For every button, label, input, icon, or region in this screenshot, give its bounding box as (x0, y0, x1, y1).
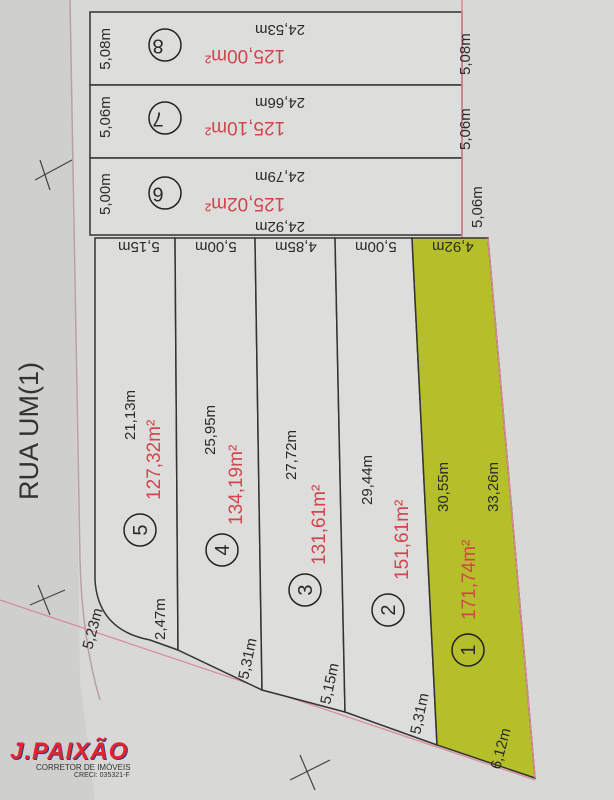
upper-block (89, 11, 463, 236)
lot-3-area: 131,61m² (309, 485, 330, 565)
lot-5 (94, 237, 179, 652)
lot-2-depth: 29,44m (359, 455, 376, 505)
lot-6 (89, 157, 463, 236)
lot-1-top: 4,92m (432, 238, 474, 255)
lot-5-number: 5 (130, 524, 152, 535)
lot-6-depth-b: 24,92m (255, 218, 305, 235)
street-name: RUA UM(1) (14, 362, 44, 500)
street-markers (29, 159, 331, 791)
lot-1-depth-b: 33,26m (485, 462, 502, 512)
lot-6-front-left: 5,00m (97, 173, 114, 215)
lot-4-depth: 25,95m (202, 405, 219, 455)
logo-creci: CRECI: 035321-F (74, 772, 130, 779)
lot-3-number: 3 (295, 584, 317, 595)
lot-4-area: 134,19m² (226, 445, 247, 525)
lot-2-top: 5,00m (355, 238, 397, 255)
logo-subtitle: CORRETOR DE IMÓVEIS (36, 763, 131, 772)
lot-6-front-right: 5,06m (469, 186, 486, 228)
lot-7-front-right: 5,06m (457, 108, 474, 150)
lot-7-depth: 24,66m (255, 94, 305, 111)
lot-2-number: 2 (378, 604, 400, 615)
lot-3-top: 4,85m (275, 238, 317, 255)
lot-2-area: 151,61m² (392, 500, 413, 580)
lot-5-top: 5,15m (118, 238, 160, 255)
lot-1-number: 1 (458, 644, 480, 655)
lot-1-area: 171,74m² (459, 540, 480, 620)
lot-6-depth-a: 24,79m (255, 168, 305, 185)
lot-6-area: 125,02m² (205, 193, 285, 214)
lot-7-front-left: 5,06m (97, 96, 114, 138)
lot-8-depth: 24,53m (255, 21, 305, 38)
realtor-logo: J.PAIXÃO CORRETOR DE IMÓVEIS CRECI: 0353… (10, 738, 150, 779)
lot-7-number: 7 (152, 108, 163, 130)
lot-7-area: 125,10m² (205, 117, 285, 138)
lot-8-front-right: 5,08m (457, 33, 474, 75)
lot-7 (89, 84, 463, 159)
lot-3-depth: 27,72m (283, 430, 300, 480)
lot-3 (254, 237, 346, 713)
lot-1-depth: 30,55m (435, 462, 452, 512)
lot-4 (174, 237, 263, 692)
logo-name: J.PAIXÃO (10, 738, 129, 765)
lot-6-number: 6 (152, 183, 163, 205)
lot-5-bottom: 2,47m (152, 598, 169, 640)
lower-block (94, 237, 536, 780)
lot-8-front-left: 5,08m (97, 28, 114, 70)
lot-8-number: 8 (152, 35, 163, 57)
lot-5-depth: 21,13m (122, 390, 139, 440)
lot-8-area: 125,00m² (205, 45, 285, 66)
lot-4-top: 5,00m (195, 238, 237, 255)
lot-5-area: 127,32m² (144, 420, 165, 500)
lot-4-number: 4 (212, 544, 234, 555)
